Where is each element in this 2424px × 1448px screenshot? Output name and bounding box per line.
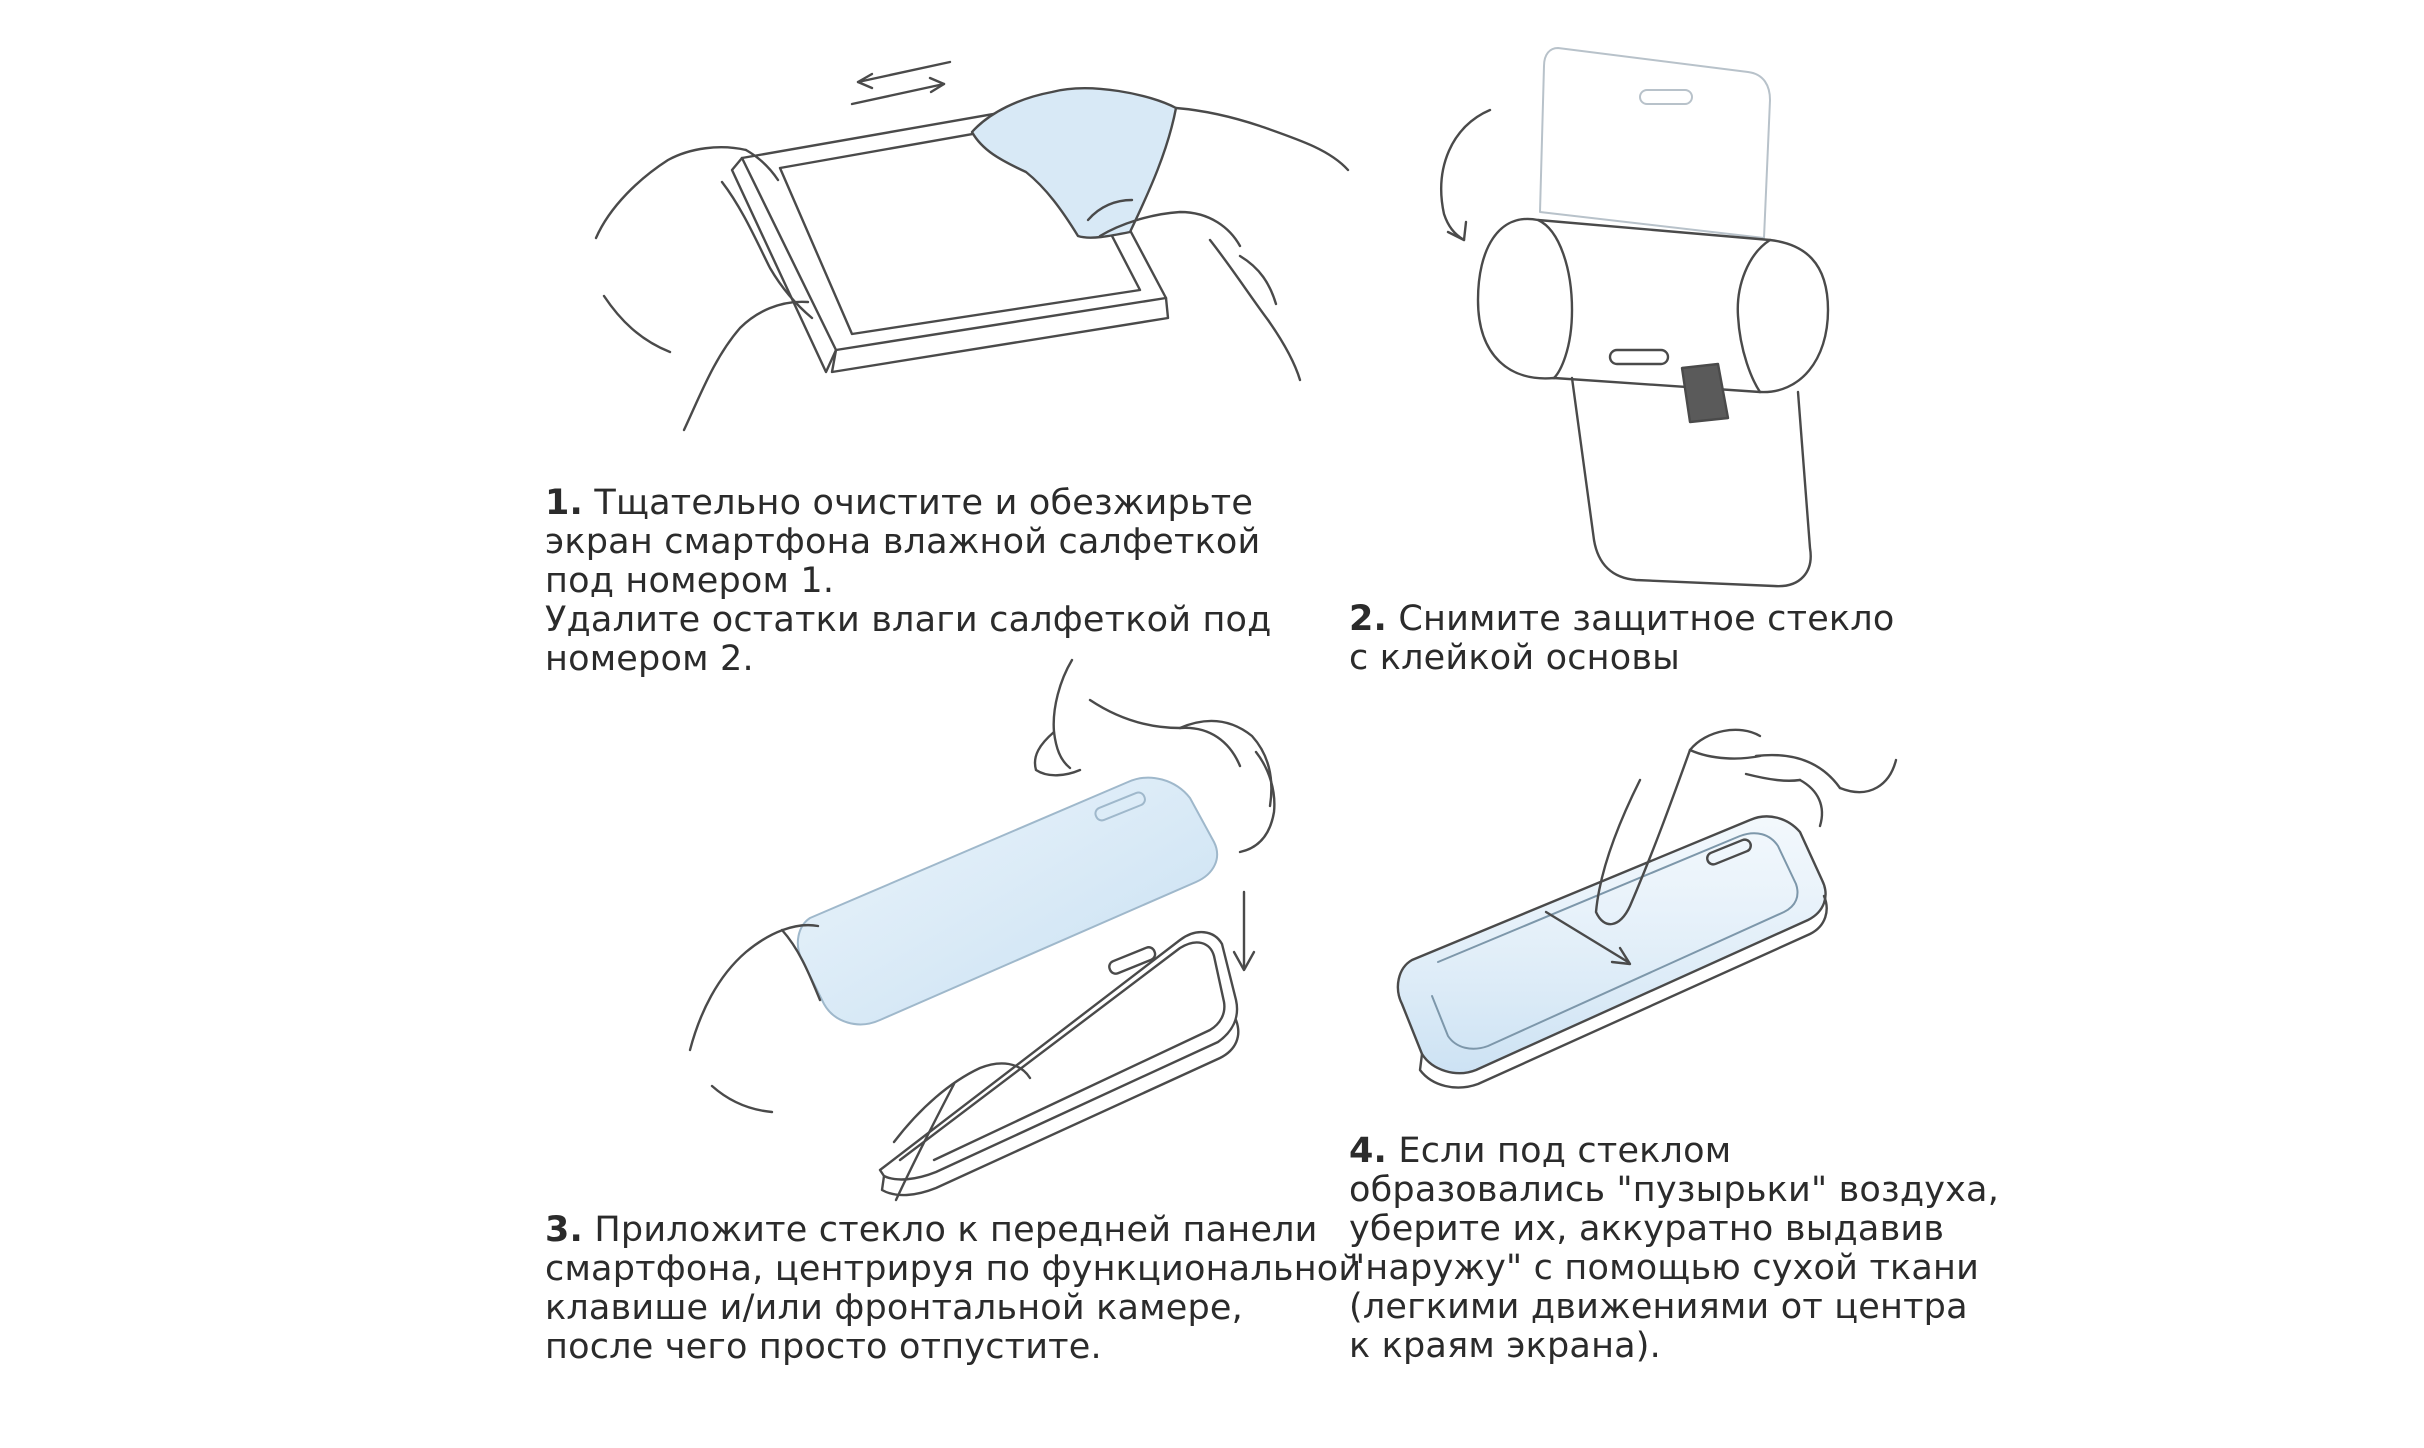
step-2-line-1: 2. Снимите защитное стекло <box>1349 599 1895 639</box>
step-3-line-1: 3. Приложите стекло к передней панели <box>545 1210 1318 1250</box>
step-1-number: 1. <box>545 483 584 523</box>
step-1-line-1: 1. Тщательно очистите и обезжирьте <box>545 483 1254 523</box>
press-bubbles-illustration <box>1396 728 1898 1089</box>
swipe-arrow-icon <box>1544 910 1632 966</box>
peel-glass-illustration <box>1440 47 1830 588</box>
wipe-phone-illustration <box>594 60 1350 432</box>
step-2-instruction: 2. Снимите защитное стекло с клейкой осн… <box>1349 600 1894 678</box>
step-4-line-1: 4. Если под стеклом <box>1349 1131 1732 1171</box>
step-4-line-5: (легкими движениями от центра <box>1349 1287 1968 1327</box>
step-1-instruction: 1. Тщательно очистите и обезжирьте экран… <box>545 484 1272 679</box>
direction-arrows-icon <box>850 60 952 106</box>
step-1-line-2: экран смартфона влажной салфеткой <box>545 522 1261 562</box>
step-3-line-2: смартфона, центрируя по функциональной <box>545 1249 1362 1289</box>
step-4-line-4: "наружу" с помощью сухой ткани <box>1349 1248 1980 1288</box>
step-3-line-3: клавише и/или фронтальной камере, <box>545 1288 1243 1328</box>
step-3-instruction: 3. Приложите стекло к передней панели см… <box>545 1211 1361 1367</box>
down-arrow-icon <box>1232 890 1256 972</box>
step-4-line-3: уберите их, аккуратно выдавив <box>1349 1209 1945 1249</box>
step-2-line-2: с клейкой основы <box>1349 638 1681 678</box>
step-4-line-6: к краям экрана). <box>1349 1326 1661 1366</box>
step-3-line-4: после чего просто отпустите. <box>545 1327 1102 1367</box>
rotate-arrow-icon <box>1440 108 1492 242</box>
step-1-line-3: под номером 1. <box>545 561 835 601</box>
step-4-number: 4. <box>1349 1131 1388 1171</box>
step-4-instruction: 4. Если под стеклом образовались "пузырь… <box>1349 1132 1999 1366</box>
step-4-line-2: образовались "пузырьки" воздуха, <box>1349 1170 2000 1210</box>
place-glass-illustration <box>688 658 1276 1202</box>
step-1-line-5: номером 2. <box>545 639 754 679</box>
step-2-number: 2. <box>1349 599 1388 639</box>
step-1-line-4: Удалите остатки влаги салфеткой под <box>545 600 1272 640</box>
step-3-number: 3. <box>545 1210 584 1250</box>
